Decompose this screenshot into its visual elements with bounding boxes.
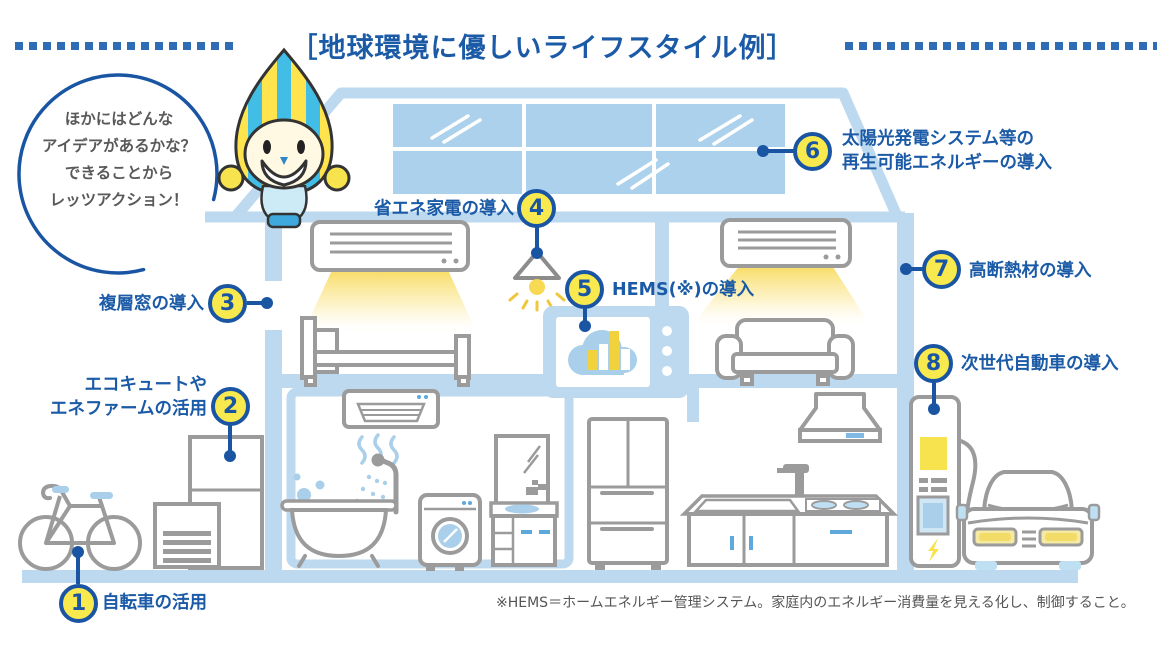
- page-title: ［地球環境に優しいライフスタイル例］: [290, 33, 795, 64]
- pendant-light-icon: [508, 250, 566, 312]
- range-hood-icon: [798, 392, 882, 443]
- badge-number: 8: [925, 351, 942, 376]
- air-conditioner-icon: [720, 218, 852, 268]
- label-badge-8: 8: [914, 344, 953, 383]
- speech-line: できることから: [64, 164, 174, 182]
- label-badge-5: 5: [565, 270, 604, 309]
- bathroom-vent-icon: [342, 389, 440, 465]
- vanity-icon: [489, 434, 559, 567]
- speech-line: アイデアがあるかな？: [41, 137, 197, 155]
- mascot-fist: [323, 164, 351, 192]
- label-badge-1: 1: [59, 584, 98, 623]
- mascot-nose: [280, 157, 288, 165]
- sofa-icon: [715, 318, 855, 386]
- badge-number: 4: [528, 196, 545, 221]
- kitchen-counter-icon: [679, 464, 899, 567]
- washing-machine-icon: [418, 493, 482, 571]
- mascot-character-icon: [217, 47, 351, 229]
- speech-line: レッツアクション！: [49, 191, 189, 209]
- label-text-window: 複層窓の導入: [99, 294, 204, 314]
- mascot-fist: [217, 164, 245, 192]
- label-text-hems: HEMS(※)の導入: [612, 280, 755, 300]
- badge-number: 6: [804, 139, 821, 164]
- label-badge-2: 2: [211, 387, 250, 426]
- label-text-insulation: 高断熱材の導入: [969, 261, 1092, 281]
- warm-air-beams: [303, 264, 871, 333]
- speech-line: ほかにはどんな: [64, 110, 174, 128]
- lightning-bolt-icon: [928, 538, 939, 562]
- shower-head-icon: [371, 453, 385, 467]
- label-badge-6: 6: [793, 132, 832, 171]
- badge-number: 3: [219, 291, 236, 316]
- badge-number: 1: [70, 591, 87, 616]
- label-badge-7: 7: [922, 250, 961, 289]
- label-text-ecocute: エコキュートや エネファームの活用: [50, 375, 207, 419]
- badge-number: 7: [933, 257, 950, 282]
- ev-charger-icon: [909, 395, 988, 568]
- dotted-divider-left: [15, 42, 233, 50]
- hems-footnote: ※HEMS＝ホームエネルギー管理システム。家庭内のエネルギー消費量を見える化し、…: [496, 595, 1135, 611]
- dotted-divider-right: [845, 42, 1157, 50]
- label-text-appliances: 省エネ家電の導入: [374, 199, 514, 219]
- label-badge-3: 3: [208, 284, 247, 323]
- label-text-solar: 太陽光発電システム等の 再生可能エネルギーの導入: [842, 129, 1052, 173]
- label-connectors: [72, 145, 940, 584]
- speech-bubble-outline: [17, 73, 219, 275]
- label-text-nextgen-car: 次世代自動車の導入: [961, 354, 1119, 374]
- air-conditioner-icon: [310, 220, 470, 272]
- label-text-bicycle: 自転車の活用: [102, 593, 207, 613]
- double-glazed-window-icon: [263, 281, 284, 330]
- bathtub-icon: [280, 453, 399, 568]
- label-badge-4: 4: [517, 189, 556, 228]
- refrigerator-icon: [587, 417, 669, 570]
- badge-number: 2: [222, 394, 239, 419]
- ecocute-unit-icon: [153, 435, 264, 570]
- speech-bubble-text: ほかにはどんな アイデアがあるかな？ できることから レッツアクション！: [36, 106, 202, 214]
- bed-icon: [300, 316, 471, 387]
- car-icon: [955, 470, 1101, 570]
- solar-panel-icon: [393, 104, 785, 194]
- mascot-mouth: [260, 159, 308, 187]
- bicycle-icon: [18, 483, 142, 571]
- hems-monitor-icon: [543, 306, 689, 398]
- badge-number: 5: [576, 277, 593, 302]
